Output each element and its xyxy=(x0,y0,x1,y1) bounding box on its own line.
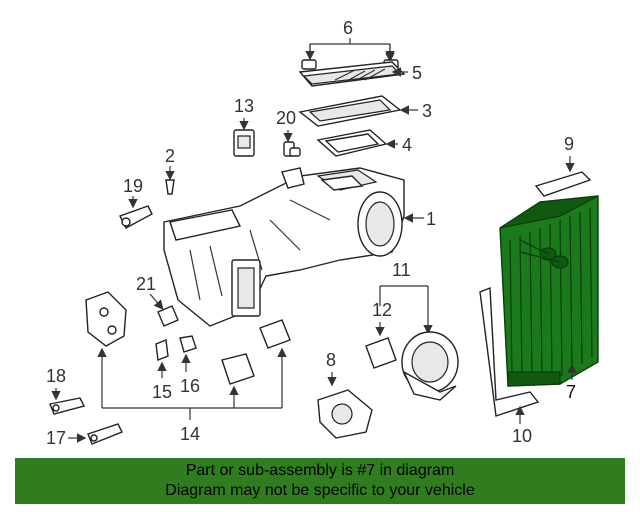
callout-1: 1 xyxy=(426,209,436,229)
part-10-seal xyxy=(479,286,540,417)
part-bracket-left xyxy=(85,291,127,347)
part-20-fitting xyxy=(283,141,301,157)
callout-15: 15 xyxy=(152,382,172,402)
callout-13: 13 xyxy=(234,96,254,116)
callout-8: 8 xyxy=(326,350,336,370)
callout-21: 21 xyxy=(136,274,156,294)
part-16-sensor xyxy=(179,335,197,353)
part-7-heater-core xyxy=(499,195,599,387)
callout-2: 2 xyxy=(165,146,175,166)
part-12-resistor xyxy=(365,337,397,369)
parts-diagram: 6 5 3 4 13 20 2 19 xyxy=(46,18,599,448)
part-15-sensor xyxy=(155,339,169,361)
notice-line-2: Diagram may not be specific to your vehi… xyxy=(165,482,475,499)
callout-7: 7 xyxy=(566,382,576,402)
callout-16: 16 xyxy=(180,376,200,396)
callout-3: 3 xyxy=(422,101,432,121)
part-4-gasket xyxy=(316,129,398,157)
callout-9: 9 xyxy=(564,134,574,154)
callout-12: 12 xyxy=(372,300,392,320)
callout-17: 17 xyxy=(46,428,66,448)
part-3-filter-frame xyxy=(298,95,418,127)
part-5-filter-cover xyxy=(298,61,408,87)
callout-14: 14 xyxy=(180,424,200,444)
notice-line-1: Part or sub-assembly is #7 in diagram xyxy=(185,462,455,479)
part-18-lever xyxy=(49,397,86,415)
callout-6: 6 xyxy=(343,18,353,38)
callout-11: 11 xyxy=(392,260,411,280)
part-control-module-b xyxy=(259,319,291,349)
part-21-actuator xyxy=(157,305,179,327)
part-17-lever xyxy=(87,423,123,445)
callout-4: 4 xyxy=(402,135,412,155)
part-11-blower-motor xyxy=(401,331,459,401)
callout-5: 5 xyxy=(412,63,422,83)
callout-10: 10 xyxy=(512,426,532,446)
notice-banner: Part or sub-assembly is #7 in diagram Di… xyxy=(15,458,625,504)
part-9-seal xyxy=(534,171,592,197)
part-8-actuator xyxy=(317,389,373,439)
part-control-module-a xyxy=(221,353,255,385)
part-2-clip xyxy=(165,179,175,195)
part-13-sensor xyxy=(233,129,255,157)
callout-19: 19 xyxy=(123,176,143,196)
part-1-hvac-housing xyxy=(163,167,424,327)
part-19-lever xyxy=(119,205,153,229)
callout-20: 20 xyxy=(276,108,296,128)
callout-18: 18 xyxy=(46,366,66,386)
